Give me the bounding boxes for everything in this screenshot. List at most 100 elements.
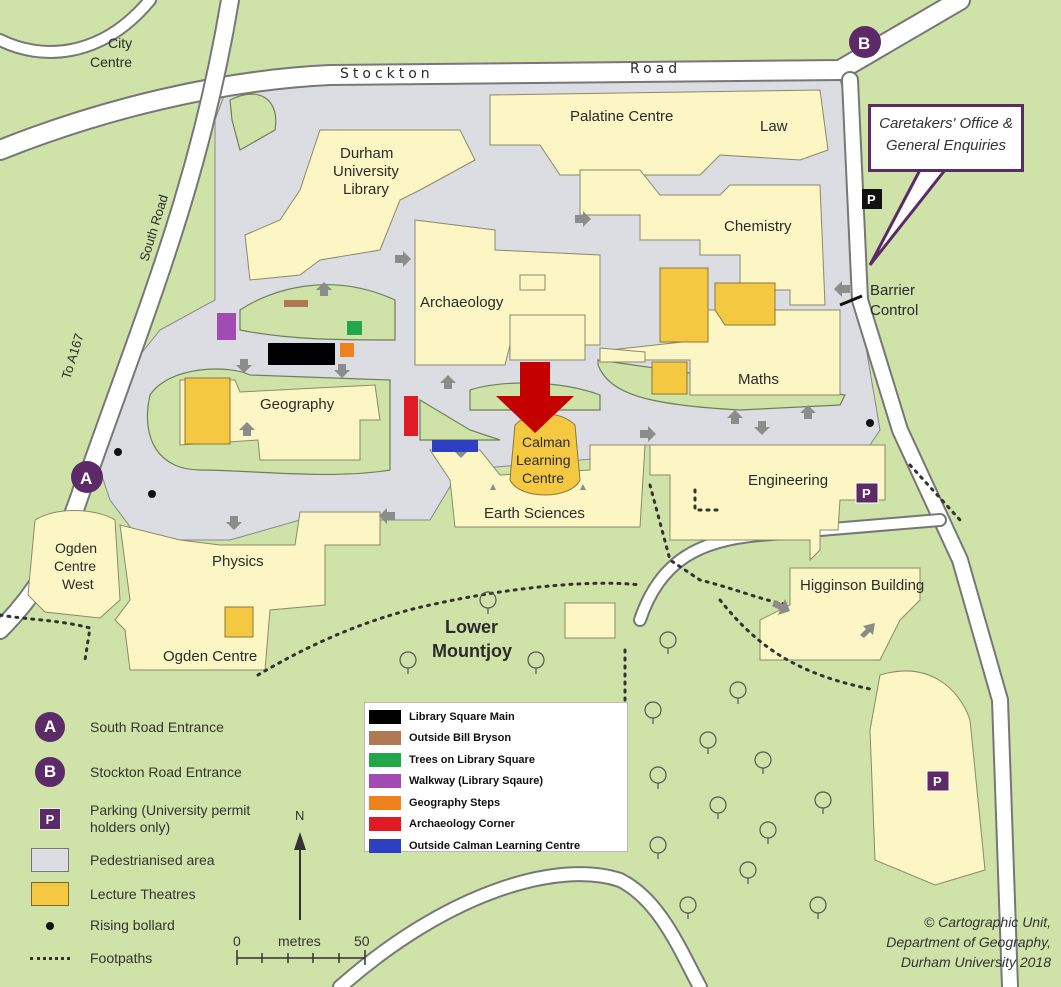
svg-text:P: P xyxy=(862,486,871,501)
spot-swatch xyxy=(369,731,401,746)
svg-text:Mountjoy: Mountjoy xyxy=(432,641,512,661)
svg-text:Earth Sciences: Earth Sciences xyxy=(484,505,585,522)
svg-text:metres: metres xyxy=(278,933,321,949)
spot-label: Outside Bill Bryson xyxy=(409,732,512,745)
spot-markers xyxy=(217,300,478,452)
legend-row-lecture: Lecture Theatres xyxy=(30,882,196,906)
svg-text:To A167: To A167 xyxy=(59,332,87,381)
spot-legend-row: Outside Calman Learning Centre xyxy=(369,835,623,857)
spot-swatch xyxy=(369,774,401,789)
svg-text:Law: Law xyxy=(760,118,788,135)
entrance-b-marker: B xyxy=(849,26,881,58)
svg-text:Ogden Centre: Ogden Centre xyxy=(163,648,257,665)
spot-geography-steps xyxy=(340,343,354,357)
highlight-arrow xyxy=(496,362,574,433)
svg-text:Centre: Centre xyxy=(54,558,96,574)
svg-text:Chemistry: Chemistry xyxy=(724,218,792,235)
svg-text:Ogden: Ogden xyxy=(55,540,97,556)
svg-text:Calman: Calman xyxy=(522,434,570,450)
svg-text:P: P xyxy=(867,192,876,207)
svg-text:Maths: Maths xyxy=(738,371,779,388)
spot-swatch xyxy=(369,795,401,810)
callout-line-2: General Enquiries xyxy=(885,137,1007,154)
spot-legend-row: Library Square Main xyxy=(369,706,623,728)
spot-legend-row: Outside Bill Bryson xyxy=(369,728,623,750)
spot-trees-library-square xyxy=(347,321,362,335)
footpaths xyxy=(0,463,962,702)
entrance-b-icon: B xyxy=(35,757,65,787)
svg-text:Centre: Centre xyxy=(90,54,132,70)
spot-label: Trees on Library Square xyxy=(409,753,535,766)
svg-text:B: B xyxy=(858,34,870,53)
spot-label: Library Square Main xyxy=(409,710,515,723)
svg-text:City: City xyxy=(108,35,132,51)
svg-text:Higginson Building: Higginson Building xyxy=(800,577,924,594)
svg-text:University: University xyxy=(333,163,399,180)
spot-outside-bill-bryson xyxy=(284,300,308,307)
entrance-a-marker: A xyxy=(71,461,103,493)
parking-icon: P xyxy=(39,808,61,830)
legend-row-south-entrance: A South Road Entrance xyxy=(30,712,224,742)
parking-marker-1: P xyxy=(862,189,882,209)
svg-text:Engineering: Engineering xyxy=(748,472,828,489)
barrier xyxy=(839,294,863,307)
svg-text:Library: Library xyxy=(343,181,389,198)
spot-label: Geography Steps xyxy=(409,796,501,809)
spot-legend-row: Archaeology Corner xyxy=(369,814,623,836)
svg-text:Learning: Learning xyxy=(516,452,571,468)
svg-text:Physics: Physics xyxy=(212,553,264,570)
legend-row-pedestrian: Pedestrianised area xyxy=(30,848,215,872)
svg-text:0: 0 xyxy=(233,933,241,949)
spot-walkway xyxy=(217,313,236,340)
small-bldg-3 xyxy=(599,347,646,363)
green-north xyxy=(229,93,277,151)
spot-legend-row: Trees on Library Square xyxy=(369,749,623,771)
spot-outside-calman xyxy=(432,440,478,452)
lecture-swatch-icon xyxy=(31,882,69,906)
svg-text:Durham: Durham xyxy=(340,145,393,162)
library-building xyxy=(244,129,476,281)
legend-row-stockton-entrance: B Stockton Road Entrance xyxy=(30,757,242,787)
spot-label: Outside Calman Learning Centre xyxy=(409,839,581,852)
maths-building xyxy=(609,309,841,396)
ogden-west-building xyxy=(27,510,121,619)
svg-text:Road: Road xyxy=(630,61,681,77)
svg-text:Centre: Centre xyxy=(522,470,564,486)
pedestrian-swatch-icon xyxy=(31,848,69,872)
svg-text:Control: Control xyxy=(870,302,918,319)
trees xyxy=(399,591,832,919)
parking-marker-3: P xyxy=(926,770,950,792)
small-bldg-2 xyxy=(509,314,586,361)
chemistry-building xyxy=(579,169,826,306)
palatine-building xyxy=(489,89,829,176)
svg-text:Archaeology: Archaeology xyxy=(420,294,504,311)
legend-row-bollard: Rising bollard xyxy=(30,917,175,934)
green-arch xyxy=(419,398,501,441)
engineering-building xyxy=(649,444,886,562)
spot-legend-row: Walkway (Library Sqaure) xyxy=(369,771,623,793)
svg-text:50: 50 xyxy=(354,933,370,949)
north-arrow: N xyxy=(294,808,306,920)
svg-text:Geography: Geography xyxy=(260,396,335,413)
callout-line-1: Caretakers' Office & xyxy=(879,115,1013,132)
small-bldg-1 xyxy=(519,274,546,291)
bollard-icon xyxy=(46,921,54,930)
roads xyxy=(0,0,1019,987)
map-labels: Stockton Road City Centre South Road To … xyxy=(54,35,924,665)
svg-text:Barrier: Barrier xyxy=(870,282,915,299)
svg-text:P: P xyxy=(933,774,942,789)
svg-text:West: West xyxy=(62,576,94,592)
footpath-icon xyxy=(30,957,70,960)
spot-archaeology-corner xyxy=(404,396,418,436)
bollards xyxy=(114,419,874,498)
svg-text:A: A xyxy=(80,469,92,488)
spot-swatch xyxy=(369,752,401,767)
buildings xyxy=(27,89,986,886)
physics-building xyxy=(114,511,381,671)
svg-text:Lower: Lower xyxy=(445,617,498,637)
parking-marker-2: P xyxy=(855,482,879,504)
lower-mountjoy-building xyxy=(564,602,616,639)
svg-text:Stockton: Stockton xyxy=(340,66,434,82)
